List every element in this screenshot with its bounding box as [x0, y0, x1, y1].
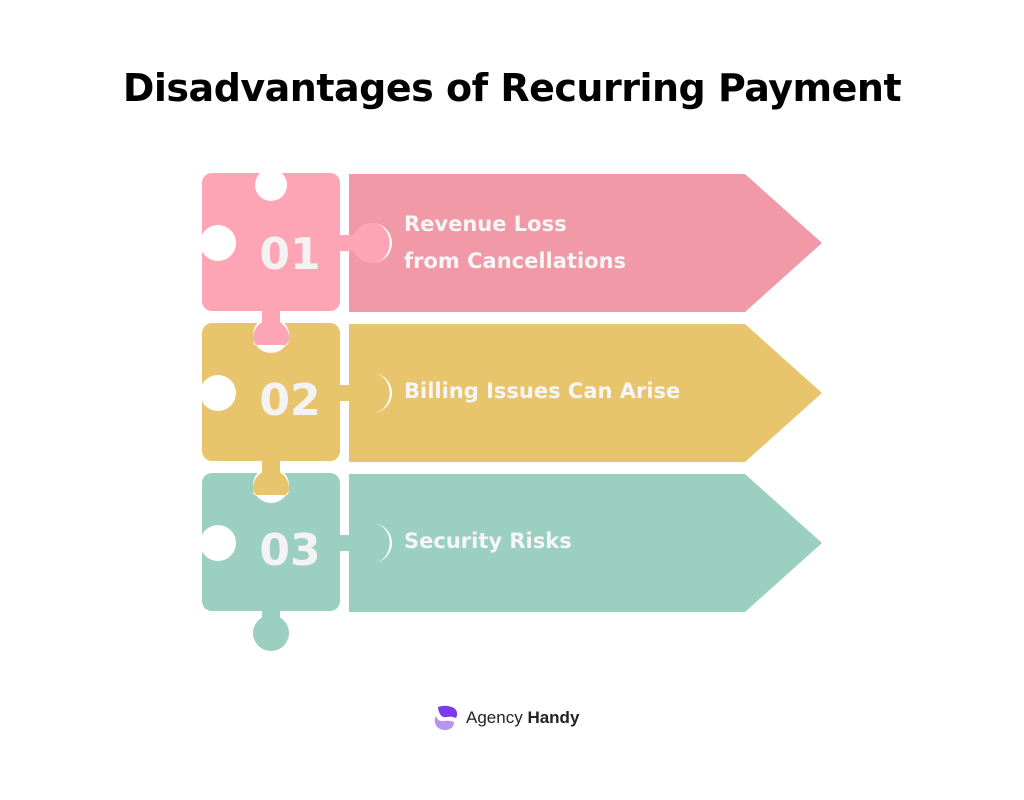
connector-tab-2 — [253, 455, 289, 495]
item-label-1: Revenue Loss from Cancellations — [404, 212, 627, 273]
item-row-2: 02 Billing Issues Can Arise — [0, 323, 1024, 503]
connector-tab-1 — [253, 305, 289, 345]
page-title: Disadvantages of Recurring Payment — [122, 66, 902, 110]
brand-name-light: Agency — [466, 708, 523, 727]
item-label-2: Billing Issues Can Arise — [404, 379, 681, 403]
puzzle-piece-2 — [196, 323, 822, 503]
item-number-1: 01 — [259, 229, 321, 280]
item-number-3: 03 — [259, 525, 321, 576]
brand-name-bold: Handy — [527, 708, 580, 727]
brand-name: Agency Handy — [466, 708, 579, 728]
item-row-3: 03 Security Risks — [0, 473, 1024, 653]
agency-handy-logo-icon — [434, 705, 458, 730]
brand-logo: Agency Handy — [432, 704, 579, 732]
item-number-2: 02 — [259, 375, 321, 426]
puzzle-piece-3 — [196, 473, 822, 651]
item-label-3: Security Risks — [404, 529, 572, 553]
